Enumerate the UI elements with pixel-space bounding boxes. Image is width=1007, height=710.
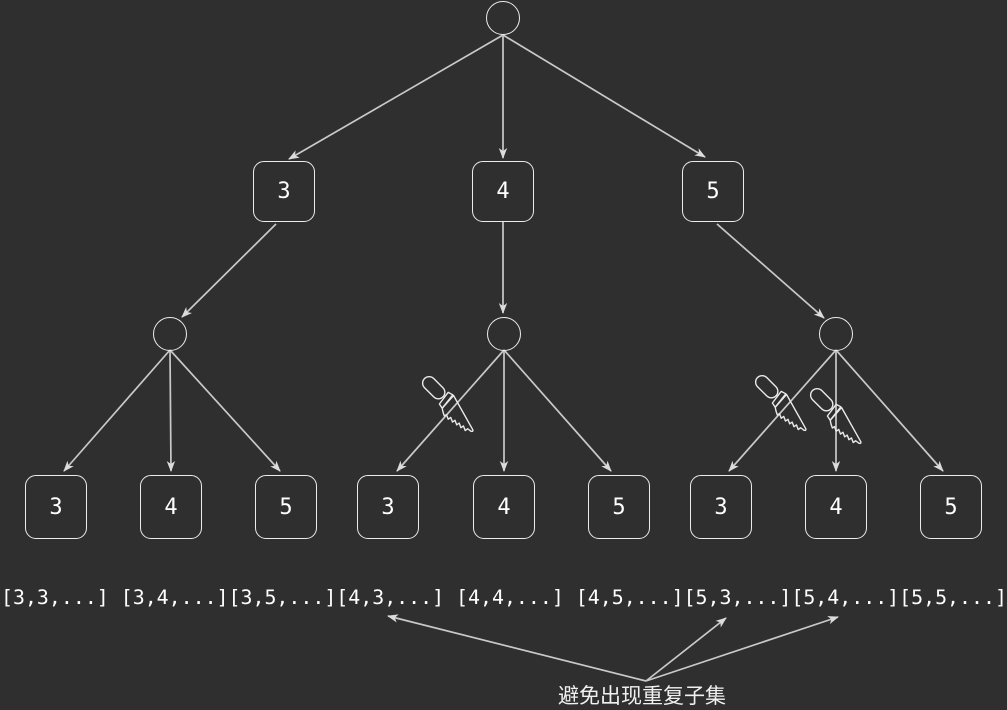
edge-5-to-circle: [716, 223, 825, 319]
edge-left-to-leaf-5: [169, 349, 281, 472]
annotation-arrow-5-3: [645, 617, 727, 682]
leaf-node-5-3: 3: [690, 475, 752, 539]
leaf-node-5-4: 4: [805, 475, 867, 539]
leaf-node-5-5: 5: [920, 475, 982, 539]
edge-left-to-leaf-3: [63, 349, 171, 472]
annotation-arrow-5-4: [645, 616, 839, 682]
leaf-node-4-3: 3: [357, 475, 419, 539]
knife-icon: [415, 371, 482, 439]
subsets-result-line: [3,3,...] [3,4,...][3,5,...][4,3,...] [4…: [1, 586, 1007, 609]
level1-node-5: 5: [682, 161, 744, 222]
edge-3-to-circle: [181, 223, 277, 318]
leaf-node-3-4: 4: [140, 475, 202, 539]
leaf-node-4-5: 5: [588, 475, 650, 539]
edge-mid-to-leaf-5: [503, 349, 612, 472]
level1-node-4: 4: [472, 161, 534, 222]
leaf-node-4-4: 4: [473, 475, 535, 539]
leaf-node-3-3: 3: [25, 475, 87, 539]
annotation-arrow-4-3: [387, 614, 647, 682]
level1-node-3: 3: [253, 161, 315, 222]
level2-circle-right: [819, 317, 853, 351]
edge-right-to-leaf-5: [835, 349, 944, 472]
level2-circle-left: [153, 317, 187, 351]
edge-left-to-leaf-4: [166, 349, 176, 472]
edge-root-to-3: [288, 34, 504, 160]
edge-right-to-leaf-3: [728, 349, 837, 472]
edge-mid-to-leaf-3: [396, 349, 505, 472]
edge-root-to-5: [502, 34, 706, 158]
caption-avoid-duplicate-subsets: 避免出现重复子集: [558, 684, 726, 708]
level2-circle-mid: [487, 317, 521, 351]
leaf-node-3-5: 5: [255, 475, 317, 539]
knife-icon: [748, 370, 815, 438]
root-node-circle: [486, 1, 520, 35]
